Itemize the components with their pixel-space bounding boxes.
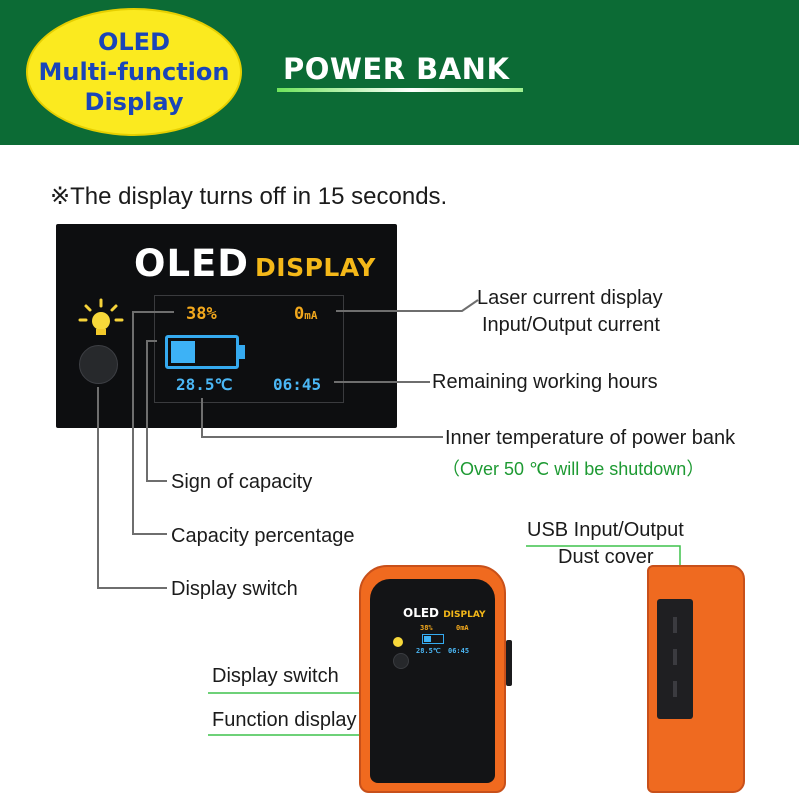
- label-capacity-percentage: Capacity percentage: [171, 525, 355, 547]
- power-bank-side: [647, 565, 745, 793]
- display-off-note: ※The display turns off in 15 seconds.: [50, 183, 448, 210]
- device-battery-icon: [422, 634, 444, 644]
- oled-screen: 38% 0mA 28.5℃ 06:45: [154, 295, 344, 403]
- oled-badge: OLED Multi-function Display: [26, 8, 242, 136]
- leader-capacity-percentage: [132, 311, 174, 535]
- device-face: OLED DISPLAY 38% 0mA 28.5℃ 06:45: [370, 579, 495, 783]
- light-bulb-icon: [78, 298, 124, 335]
- power-bank-front: OLED DISPLAY 38% 0mA 28.5℃ 06:45: [359, 565, 506, 793]
- label-sign-of-capacity: Sign of capacity: [171, 471, 313, 493]
- label-dust-cover: Dust cover: [558, 546, 654, 568]
- banner-underline: [277, 88, 523, 92]
- badge-line-2: Multi-function: [38, 58, 230, 86]
- label-device-display-switch: Display switch: [212, 665, 339, 687]
- label-usb-input-output: USB Input/Output: [527, 519, 684, 541]
- usb-dust-cover[interactable]: [657, 599, 693, 719]
- device-display-switch[interactable]: [393, 653, 409, 669]
- badge-line-3: Display: [84, 88, 184, 116]
- current-value: 0mA: [294, 304, 318, 324]
- leader-display-switch: [97, 387, 167, 589]
- label-function-display: Function display: [212, 709, 357, 731]
- leader-sign-of-capacity: [146, 340, 167, 482]
- oled-title-display: DISPLAY: [255, 253, 376, 282]
- leader-inner-temperature: [201, 398, 443, 438]
- device-title-main: OLED: [403, 606, 440, 620]
- oled-title-main: OLED: [134, 242, 250, 285]
- header-banner: OLED Multi-function Display POWER BANK: [0, 0, 799, 145]
- device-oled-title: OLED DISPLAY: [403, 606, 485, 620]
- device-percentage: 38%: [420, 624, 433, 632]
- label-remaining-hours: Remaining working hours: [432, 371, 658, 393]
- temperature-value: 28.5℃: [176, 375, 233, 394]
- battery-fill: [171, 341, 195, 363]
- current-unit: mA: [304, 309, 318, 322]
- device-side-port: [506, 640, 512, 686]
- device-time: 06:45: [448, 647, 470, 655]
- leader-laser-current: [336, 299, 479, 312]
- time-value: 06:45: [273, 375, 322, 394]
- label-input-output-current: Input/Output current: [482, 314, 660, 336]
- battery-icon: [165, 335, 239, 369]
- banner-title: POWER BANK: [283, 52, 510, 86]
- device-current: 0mA: [456, 624, 469, 632]
- battery-cap: [239, 345, 245, 359]
- display-switch-button[interactable]: [79, 345, 118, 384]
- device-temperature: 28.5℃: [416, 647, 441, 655]
- badge-line-1: OLED: [97, 28, 170, 56]
- capacity-percentage-value: 38%: [186, 304, 217, 324]
- label-display-switch: Display switch: [171, 578, 298, 600]
- label-inner-temperature: Inner temperature of power bank: [445, 427, 736, 449]
- device-bulb-icon: [393, 637, 403, 647]
- label-laser-current: Laser current display: [477, 287, 663, 309]
- label-shutdown-note: （Over 50 ℃ will be shutdown）: [442, 459, 705, 479]
- device-title-display: DISPLAY: [443, 610, 486, 620]
- current-number: 0: [294, 304, 305, 324]
